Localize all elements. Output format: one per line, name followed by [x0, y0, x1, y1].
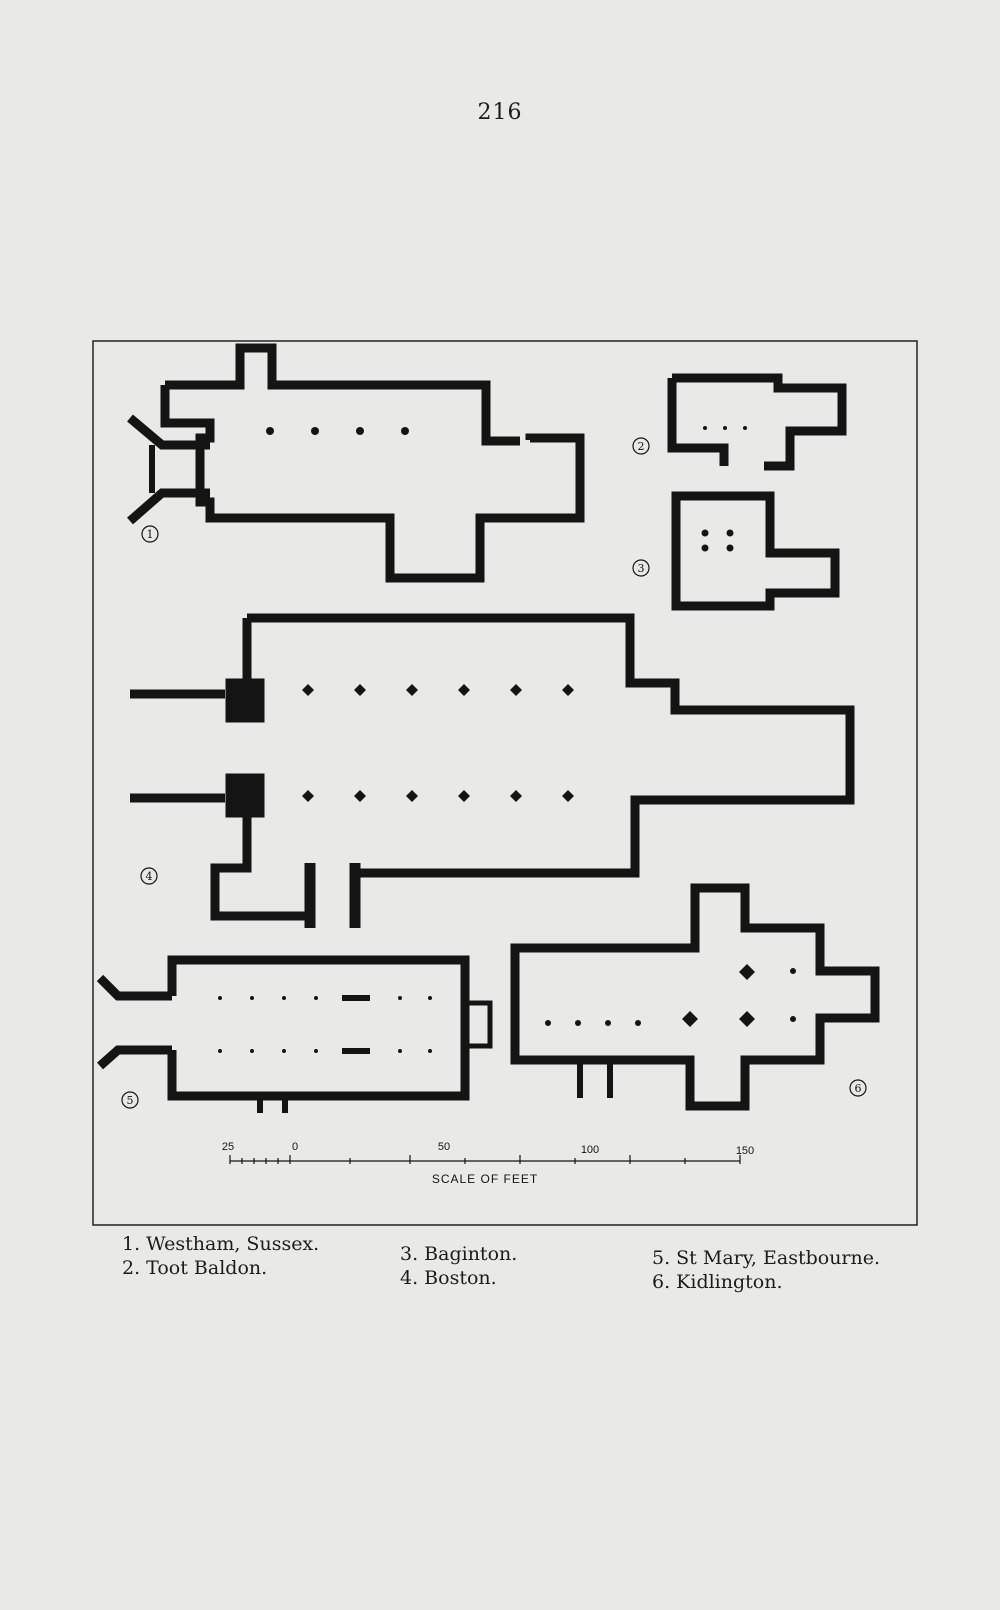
plan-label-5-circle: [121, 1091, 139, 1109]
scale-tick-150: 150: [736, 1145, 754, 1157]
plan-label-4-circle: [140, 867, 158, 885]
scale-title: SCALE OF FEET: [432, 1172, 538, 1186]
plan-toot-baldon: [667, 373, 847, 471]
scale-tick-0: 0: [292, 1141, 298, 1153]
scale-tick-25: 25: [222, 1141, 234, 1153]
page-number: 216: [477, 100, 523, 125]
plan-label-6: 6: [855, 1082, 862, 1095]
caption-column-3: 5. St Mary, Eastbourne. 6. Kidlington.: [652, 1246, 880, 1294]
caption-kidlington: 6. Kidlington.: [652, 1271, 783, 1293]
plan-westham: [127, 343, 585, 583]
caption-column-2: 3. Baginton. 4. Boston.: [400, 1242, 517, 1290]
caption-boston: 4. Boston.: [400, 1267, 497, 1289]
plans-figure: 1 2 3 4 5 6 25 0 50 100 150 SCALE OF FEE…: [92, 340, 918, 1226]
plan-label-2: 2: [638, 440, 645, 453]
plan-eastbourne: [96, 955, 493, 1113]
plan-label-4: 4: [146, 870, 153, 883]
plan-baginton: [671, 491, 840, 611]
plan-label-1-circle: [141, 525, 159, 543]
church-plans-plate: 1 2 3 4 5 6 25 0 50 100 150 SCALE OF FEE…: [90, 338, 920, 1228]
caption-westham: 1. Westham, Sussex.: [122, 1233, 320, 1255]
plan-label-2-circle: [632, 437, 650, 455]
caption-baginton: 3. Baginton.: [400, 1243, 518, 1265]
plan-label-6-circle: [849, 1079, 867, 1097]
plan-label-3: 3: [638, 562, 645, 575]
plate-border: [92, 340, 918, 1226]
scale-tick-100: 100: [581, 1144, 599, 1156]
scale-tick-50: 50: [438, 1141, 450, 1153]
plan-kidlington: [510, 883, 880, 1111]
plan-label-1: 1: [147, 528, 154, 541]
caption-toot-baldon: 2. Toot Baldon.: [122, 1257, 268, 1279]
plan-label-3-circle: [632, 559, 650, 577]
caption-eastbourne: 5. St Mary, Eastbourne.: [652, 1247, 881, 1269]
caption-column-1: 1. Westham, Sussex. 2. Toot Baldon.: [122, 1232, 319, 1280]
plan-boston: [130, 613, 855, 928]
scale-bar: [229, 1155, 741, 1164]
plan-label-5: 5: [127, 1094, 134, 1107]
plate-captions: 1. Westham, Sussex. 2. Toot Baldon. 3. B…: [0, 1232, 1000, 1294]
pier-marks: [218, 426, 796, 1054]
